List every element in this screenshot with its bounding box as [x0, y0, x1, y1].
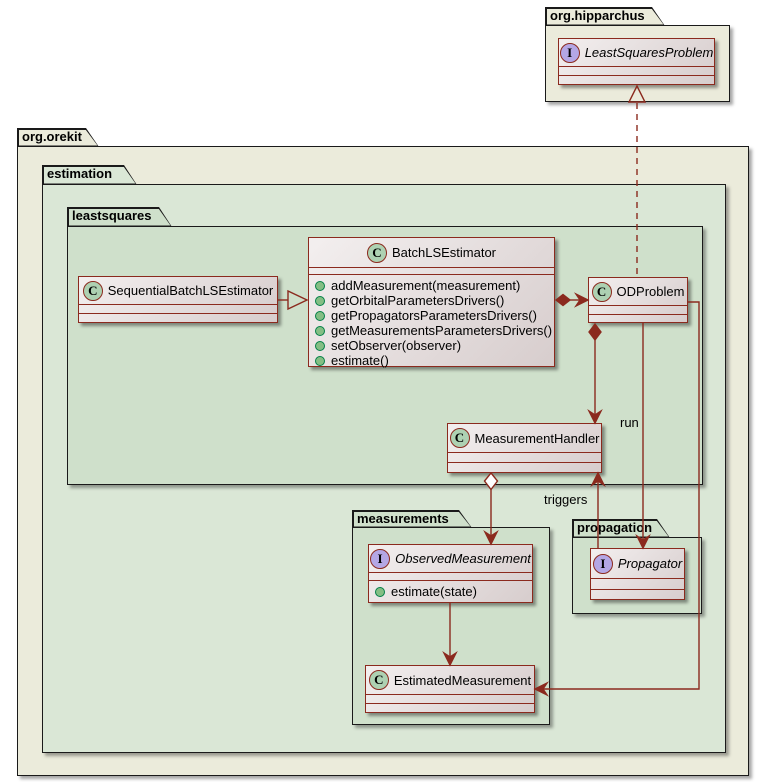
class-name: EstimatedMeasurement — [393, 672, 532, 688]
fields-compartment — [559, 67, 714, 76]
methods-compartment — [448, 463, 601, 472]
public-method-icon — [315, 280, 325, 291]
method-item: estimate(state) — [375, 584, 526, 599]
class-name: BatchLSEstimator — [391, 245, 497, 260]
fields-compartment — [366, 695, 534, 704]
methods-compartment — [591, 590, 684, 599]
package-tab-propagation: propagation — [572, 519, 670, 538]
class-icon: C — [368, 670, 389, 690]
method-label: estimate() — [331, 353, 389, 368]
package-tab-hipparchus: org.hipparchus — [545, 7, 665, 26]
methods-compartment — [366, 704, 534, 712]
class-name: ODProblem — [616, 284, 685, 299]
class-estimatedmeasurement: C EstimatedMeasurement — [365, 665, 535, 713]
methods-compartment — [559, 76, 714, 84]
class-icon: C — [591, 281, 612, 302]
method-item: getOrbitalParametersDrivers() — [315, 293, 548, 308]
method-label: getPropagatorsParametersDrivers() — [331, 308, 537, 323]
class-icon: C — [366, 242, 387, 263]
package-tab-leastsquares: leastsquares — [67, 207, 172, 227]
public-method-icon — [315, 310, 325, 321]
class-odproblem: C ODProblem — [588, 277, 688, 323]
package-tab-measurements: measurements — [352, 510, 472, 528]
class-batchlsestimator: C BatchLSEstimator addMeasurement(measur… — [308, 237, 555, 370]
interface-icon: I — [370, 548, 391, 569]
package-label-orekit: org.orekit — [22, 129, 82, 144]
edge-label-run: run — [620, 415, 639, 430]
class-measurementhandler: C MeasurementHandler — [447, 423, 602, 473]
method-label: estimate(state) — [391, 584, 477, 599]
method-item: addMeasurement(measurement) — [315, 278, 548, 293]
method-label: setObserver(observer) — [331, 338, 462, 353]
class-name: ObservedMeasurement — [395, 551, 531, 566]
method-item: setObserver(observer) — [315, 338, 548, 353]
public-method-icon — [375, 586, 385, 597]
package-tab-estimation: estimation — [42, 165, 137, 185]
interface-icon: I — [559, 42, 580, 63]
public-method-icon — [315, 340, 325, 351]
package-label-estimation: estimation — [47, 166, 113, 181]
method-label: getOrbitalParametersDrivers() — [331, 293, 505, 308]
package-tab-orekit: org.orekit — [17, 128, 99, 147]
class-sequentialbatchlsestimator: C SequentialBatchLSEstimator — [78, 276, 278, 323]
class-propagator: I Propagator — [590, 548, 685, 600]
fields-compartment — [309, 268, 554, 275]
method-label: getMeasurementsParametersDrivers() — [331, 323, 553, 338]
fields-compartment — [448, 453, 601, 463]
public-method-icon — [315, 355, 325, 366]
methods-compartment — [79, 314, 277, 322]
public-method-icon — [315, 295, 325, 306]
package-label-measurements: measurements — [357, 511, 449, 526]
fields-compartment — [591, 579, 684, 590]
public-method-icon — [315, 325, 325, 336]
class-icon: C — [449, 428, 470, 448]
package-label-propagation: propagation — [577, 520, 653, 535]
fields-compartment — [79, 305, 277, 314]
methods-compartment — [589, 315, 687, 322]
package-label-leastsquares: leastsquares — [72, 208, 152, 223]
class-leastsquaresproblem: I LeastSquaresProblem — [558, 38, 715, 85]
method-item: getPropagatorsParametersDrivers() — [315, 308, 548, 323]
methods-compartment: addMeasurement(measurement) getOrbitalPa… — [309, 275, 554, 370]
interface-icon: I — [592, 553, 613, 574]
class-observedmeasurement: I ObservedMeasurement estimate(state) — [368, 544, 533, 603]
class-icon: C — [82, 280, 103, 301]
fields-compartment — [589, 306, 687, 315]
class-name: Propagator — [617, 556, 683, 571]
fields-compartment — [369, 573, 532, 581]
edge-label-triggers: triggers — [544, 492, 588, 507]
method-label: addMeasurement(measurement) — [331, 278, 521, 293]
class-name: LeastSquaresProblem — [584, 45, 714, 60]
class-name: MeasurementHandler — [474, 430, 600, 446]
methods-compartment: estimate(state) — [369, 581, 532, 601]
method-item: estimate() — [315, 353, 548, 368]
method-item: getMeasurementsParametersDrivers() — [315, 323, 552, 338]
class-name: SequentialBatchLSEstimator — [107, 283, 274, 298]
package-label-hipparchus: org.hipparchus — [550, 8, 645, 23]
